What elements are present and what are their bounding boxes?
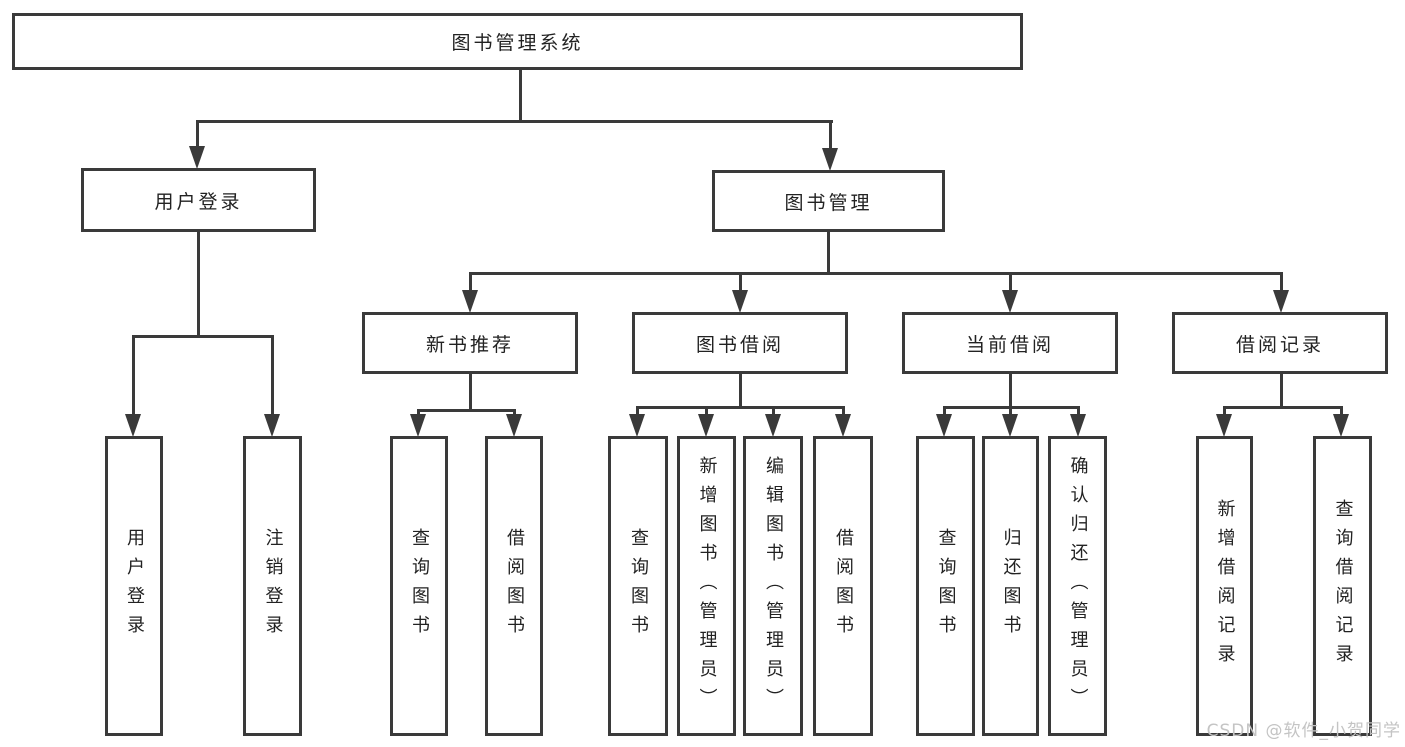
- leaf-recommend-borrow-books: 借阅图书: [485, 436, 543, 736]
- leaf-label: 查询图书: [628, 528, 649, 644]
- connector-line: [636, 406, 845, 409]
- arrowhead: [1070, 414, 1086, 437]
- node-borrow-records: 借阅记录: [1172, 312, 1388, 374]
- node-book-borrow: 图书借阅: [632, 312, 848, 374]
- arrowhead: [822, 148, 838, 171]
- connector-line: [469, 272, 472, 292]
- arrowhead: [835, 414, 851, 437]
- connector-line: [1340, 406, 1343, 416]
- connector-line: [739, 374, 742, 409]
- connector-line: [197, 232, 200, 338]
- node-label: 用户登录: [154, 190, 243, 213]
- leaf-label: 归还图书: [1000, 528, 1022, 644]
- connector-line: [469, 272, 1283, 275]
- connector-line: [1009, 406, 1012, 416]
- connector-line: [827, 232, 830, 275]
- connector-line: [196, 120, 833, 123]
- connector-line: [417, 409, 516, 412]
- node-new-book-recommend: 新书推荐: [362, 312, 578, 374]
- leaf-label: 查询图书: [935, 528, 957, 644]
- leaf-recommend-query-books: 查询图书: [390, 436, 448, 736]
- connector-line: [1009, 272, 1012, 292]
- arrowhead: [765, 414, 781, 437]
- connector-line: [943, 406, 946, 416]
- leaf-confirm-return-admin: 确认归还（管理员）: [1048, 436, 1107, 736]
- node-label: 图书借阅: [695, 333, 784, 356]
- leaf-borrow-books: 借阅图书: [813, 436, 873, 736]
- connector-line: [1280, 374, 1283, 409]
- leaf-query-borrow-record: 查询借阅记录: [1313, 436, 1372, 736]
- connector-line: [842, 406, 845, 416]
- connector-line: [469, 374, 472, 412]
- connector-line: [1077, 406, 1080, 416]
- node-label: 图书管理: [784, 191, 873, 214]
- leaf-label: 借阅图书: [833, 528, 854, 644]
- arrowhead: [936, 414, 952, 437]
- arrowhead: [189, 146, 205, 169]
- leaf-add-books-admin: 新增图书（管理员）: [677, 436, 736, 736]
- connector-line: [1223, 406, 1226, 416]
- connector-line: [271, 335, 274, 417]
- connector-line: [829, 120, 832, 150]
- arrowhead: [1273, 290, 1289, 313]
- node-label: 图书管理系统: [451, 32, 584, 54]
- arrowhead: [629, 414, 645, 437]
- node-current-borrow: 当前借阅: [902, 312, 1118, 374]
- connector-line: [772, 406, 775, 416]
- leaf-return-books: 归还图书: [982, 436, 1039, 736]
- node-user-login: 用户登录: [81, 168, 316, 232]
- connector-line: [132, 335, 135, 417]
- leaf-label: 新增图书（管理员）: [696, 455, 718, 717]
- connector-line: [132, 335, 274, 338]
- connector-line: [196, 120, 199, 148]
- arrowhead: [264, 414, 280, 437]
- connector-line: [739, 272, 742, 292]
- arrowhead: [462, 290, 478, 313]
- connector-line: [1223, 406, 1343, 409]
- arrowhead: [1216, 414, 1232, 437]
- leaf-current-query-books: 查询图书: [916, 436, 975, 736]
- arrowhead: [698, 414, 714, 437]
- arrowhead: [732, 290, 748, 313]
- csdn-watermark: CSDN @软件_小贺同学: [1206, 721, 1401, 741]
- leaf-borrow-query-books: 查询图书: [608, 436, 668, 736]
- arrowhead: [1333, 414, 1349, 437]
- leaf-label: 借阅图书: [504, 528, 525, 644]
- leaf-label: 编辑图书（管理员）: [763, 455, 784, 717]
- connector-line: [519, 70, 522, 123]
- leaf-logout: 注销登录: [243, 436, 302, 736]
- leaf-edit-books-admin: 编辑图书（管理员）: [743, 436, 803, 736]
- leaf-label: 注销登录: [262, 528, 284, 644]
- connector-line: [1280, 272, 1283, 292]
- leaf-add-borrow-record: 新增借阅记录: [1196, 436, 1253, 736]
- arrowhead: [125, 414, 141, 437]
- leaf-label: 确认归还（管理员）: [1067, 455, 1089, 717]
- arrowhead: [506, 414, 522, 437]
- leaf-user-login: 用户登录: [105, 436, 163, 736]
- leaf-label: 查询图书: [409, 528, 430, 644]
- connector-line: [513, 409, 516, 417]
- connector-line: [705, 406, 708, 416]
- arrowhead: [410, 414, 426, 437]
- leaf-label: 用户登录: [124, 528, 145, 644]
- arrowhead: [1002, 414, 1018, 437]
- leaf-label: 查询借阅记录: [1332, 499, 1354, 673]
- node-label: 当前借阅: [965, 333, 1054, 356]
- arrowhead: [1002, 290, 1018, 313]
- leaf-label: 新增借阅记录: [1214, 499, 1236, 673]
- connector-line: [636, 406, 639, 416]
- connector-line: [1009, 374, 1012, 409]
- node-book-management: 图书管理: [712, 170, 945, 232]
- node-label: 新书推荐: [425, 333, 514, 356]
- node-label: 借阅记录: [1235, 333, 1324, 356]
- connector-line: [417, 409, 420, 417]
- node-library-system: 图书管理系统: [12, 13, 1023, 70]
